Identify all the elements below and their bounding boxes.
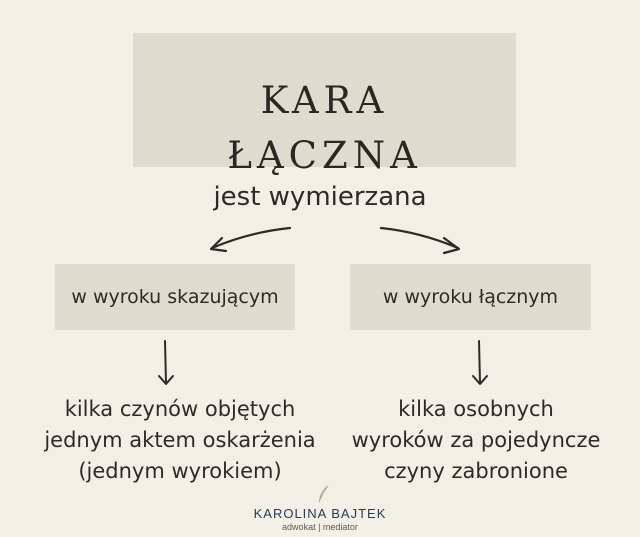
arrow-down-left-icon [158,340,174,385]
description-right: kilka osobnych wyroków za pojedyncze czy… [316,394,636,487]
description-right-line-1: kilka osobnych [398,397,554,421]
description-left-line-1: kilka czynów objętych [64,397,296,421]
feather-icon [318,485,329,503]
arrow-right-icon [379,226,461,255]
description-left-line-3: (jednym wyrokiem) [78,459,282,483]
title-line-1: KARA [260,79,389,122]
subtitle: jest wymierzana [213,182,427,212]
title-box: KARA ŁĄCZNA [133,33,516,177]
description-left: kilka czynów objętych jednym aktem oskar… [20,394,340,487]
title-line-2: ŁĄCZNA [227,134,422,177]
logo-name: KAROLINA BAJTEK [253,506,387,521]
arrow-down-right-icon [472,340,488,385]
description-right-line-3: czyny zabronione [384,459,568,483]
logo-tagline: adwokat | mediator [282,522,358,532]
description-right-line-2: wyroków za pojedyncze [351,428,601,452]
arrow-left-icon [209,226,292,253]
box-laczny: w wyroku łącznym [350,264,591,330]
box-skazujacy: w wyroku skazującym [55,264,295,330]
description-left-line-2: jednym aktem oskarżenia [44,428,316,452]
